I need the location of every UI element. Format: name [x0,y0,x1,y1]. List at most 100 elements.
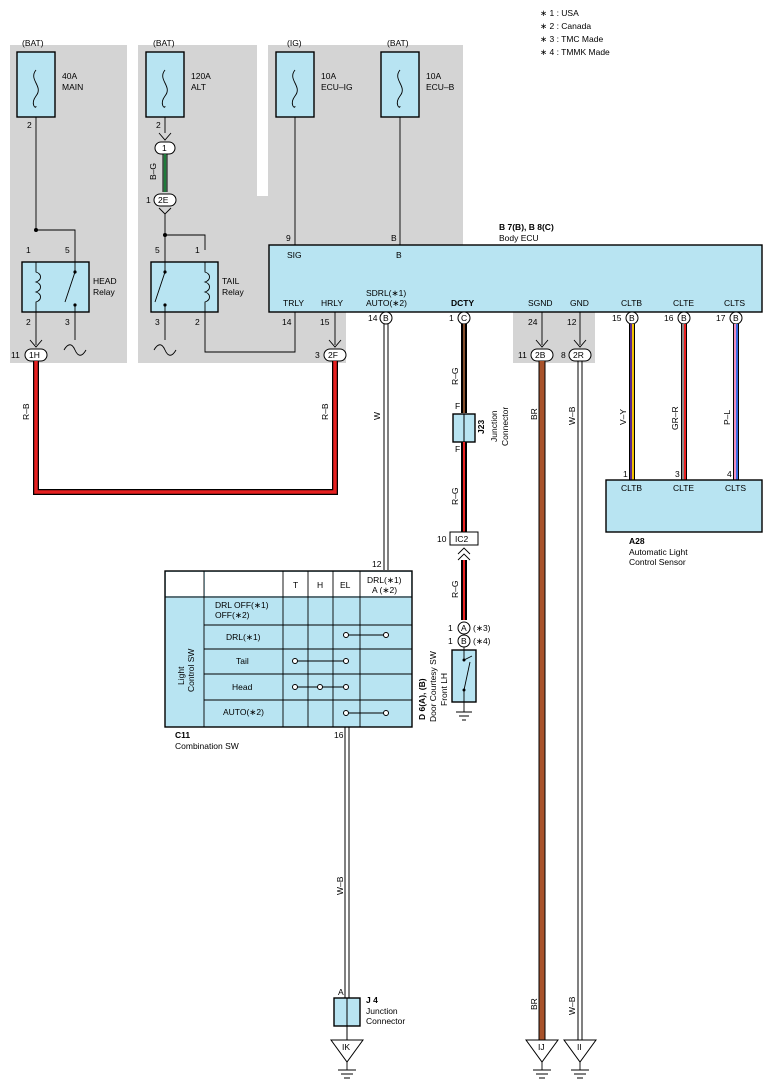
shaded-area-ecu [138,45,463,363]
svg-text:B: B [383,313,389,323]
svg-text:R–B: R–B [320,403,330,420]
svg-text:CLTB: CLTB [621,298,642,308]
svg-text:1: 1 [26,245,31,255]
fuse-alt-source: (BAT) [153,38,175,48]
svg-text:IK: IK [342,1042,350,1052]
fuse-alt-rating: 120A [191,71,211,81]
head-relay-name: HEAD [93,276,117,286]
d6-sub: Front LH [439,673,449,706]
svg-text:1: 1 [448,623,453,633]
svg-text:14: 14 [368,313,378,323]
fuse-ecu-ig: (IG) 10A ECU–IG [275,38,353,118]
svg-text:15: 15 [612,313,622,323]
d6-id: D 6(A), (B) [417,678,427,720]
svg-text:10: 10 [437,534,447,544]
svg-text:3: 3 [65,317,70,327]
head-relay-sub: Relay [93,287,115,297]
svg-text:1: 1 [623,469,628,479]
svg-text:16: 16 [664,313,674,323]
svg-text:HRLY: HRLY [321,298,343,308]
connector-2f: 2F [328,350,338,360]
svg-text:BR: BR [529,998,539,1010]
svg-text:R–G: R–G [450,368,460,385]
svg-text:1: 1 [162,143,167,153]
svg-text:3: 3 [315,350,320,360]
svg-text:W–B: W–B [335,876,345,895]
j23-id: J23 [476,420,486,434]
note-2: ∗ 2 : Canada [540,21,591,31]
svg-text:3: 3 [155,317,160,327]
svg-text:B: B [629,313,635,323]
svg-text:Tail: Tail [236,656,249,666]
svg-text:DCTY: DCTY [451,298,474,308]
svg-text:R–B: R–B [21,403,31,420]
svg-text:A: A [461,623,467,633]
svg-text:A: A [338,987,344,997]
wire-label-bg: B–G [148,163,158,180]
j4-sub: Connector [366,1016,405,1026]
svg-text:CLTE: CLTE [673,483,694,493]
svg-text:9: 9 [286,233,291,243]
svg-text:B: B [461,636,467,646]
svg-text:A (∗2): A (∗2) [372,585,397,595]
svg-text:16: 16 [334,730,344,740]
sensor-wires: V–Y GR–R P–L [618,324,739,480]
fuse-main-rating: 40A [62,71,77,81]
head-relay: 1 5 2 3 HEAD Relay 1H 11 [11,117,117,362]
svg-text:W: W [372,412,382,420]
svg-text:8: 8 [561,350,566,360]
connector-1h: 1H [29,350,40,360]
ground-ii: II [563,1039,597,1079]
fuse-ecu-ig-source: (IG) [287,38,302,48]
svg-text:(∗3): (∗3) [473,623,491,633]
svg-text:T: T [293,580,298,590]
wire-rg: R–G F F J23 Junction Connector R–G IC2 1… [437,324,510,648]
door-courtesy-switch: D 6(A), (B) Door Courtesy SW Front LH [417,647,477,722]
j4-name: Junction [366,1006,398,1016]
svg-text:H: H [317,580,323,590]
connector-ic2: IC2 [455,534,469,544]
svg-text:GND: GND [570,298,589,308]
tail-relay: 5 1 3 2 TAIL Relay [150,245,296,356]
svg-text:DRL(∗1): DRL(∗1) [226,632,261,642]
svg-text:SGND: SGND [528,298,553,308]
svg-text:24: 24 [528,317,538,327]
svg-text:OFF(∗2): OFF(∗2) [215,610,250,620]
fuse-ecu-b: (BAT) 10A ECU–B [380,38,455,118]
d6-name: Door Courtesy SW [428,651,438,722]
svg-text:DRL(∗1): DRL(∗1) [367,575,402,585]
svg-text:12: 12 [567,317,577,327]
svg-text:P–L: P–L [722,410,732,425]
svg-text:2: 2 [26,317,31,327]
svg-text:CLTS: CLTS [725,483,746,493]
j4-id: J 4 [366,995,378,1005]
svg-text:1: 1 [195,245,200,255]
fuse-alt-name: ALT [191,82,206,92]
svg-text:SIG: SIG [287,250,302,260]
svg-text:AUTO(∗2): AUTO(∗2) [366,298,407,308]
svg-text:11: 11 [11,350,20,360]
fuse-alt: (BAT) 120A ALT 2 [145,38,211,130]
svg-text:11: 11 [518,350,527,360]
note-3: ∗ 3 : TMC Made [540,34,603,44]
combination-switch: 12 T H EL DRL(∗1) A (∗2) DRL OFF(∗1) OFF… [164,559,413,751]
connector-2b: 2B [535,350,546,360]
svg-text:1: 1 [449,313,454,323]
a28-name: Automatic Light [629,547,688,557]
svg-text:DRL OFF(∗1): DRL OFF(∗1) [215,600,269,610]
svg-text:CLTE: CLTE [673,298,694,308]
light-control-sensor: 1 3 4 CLTB CLTE CLTS A28 Automatic Light… [605,469,763,567]
svg-text:B: B [733,313,739,323]
svg-text:Light: Light [176,666,186,685]
connector-2e: 2E [158,195,169,205]
notes: ∗ 1 : USA ∗ 2 : Canada ∗ 3 : TMC Made ∗ … [540,8,610,57]
body-ecu: 9 B B 7(B), B 8(C) Body ECU SIG B TRLY H… [268,117,763,362]
svg-text:CLTB: CLTB [621,483,642,493]
fuse-main: (BAT) 40A MAIN 2 [16,38,83,130]
svg-text:BR: BR [529,408,539,420]
fuse-ecu-b-source: (BAT) [387,38,409,48]
svg-text:R–G: R–G [450,581,460,598]
tail-relay-name: TAIL [222,276,240,286]
alt-branch: 1 B–G 2E 1 [146,117,206,262]
